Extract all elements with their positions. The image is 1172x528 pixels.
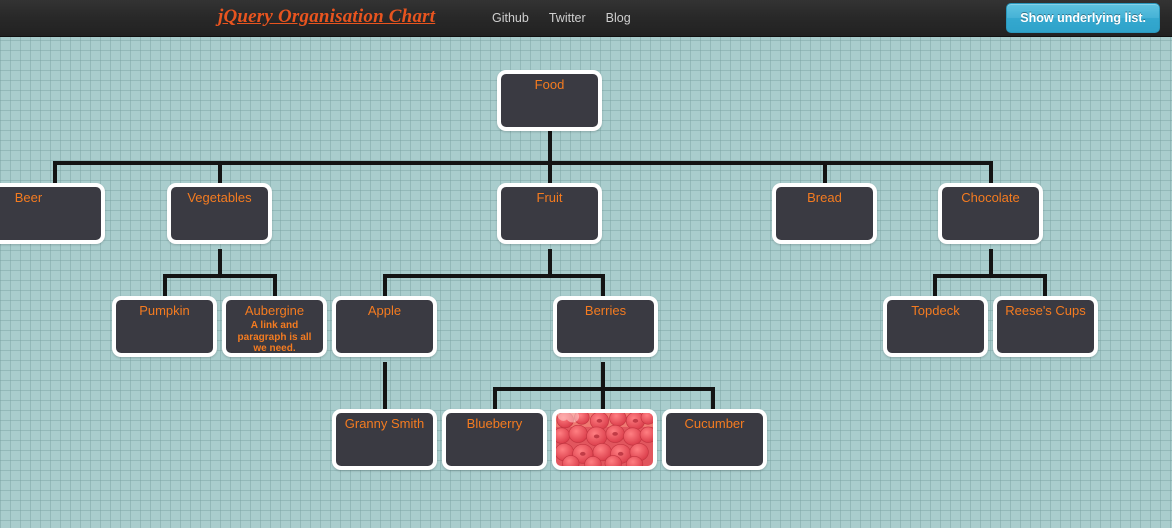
raspberries-photo-icon [556,413,653,466]
node-bread-title: Bread [807,190,842,205]
node-fruit[interactable]: Fruit [497,183,602,244]
connector-vegetables-stem [218,249,222,277]
node-pumpkin-title: Pumpkin [139,303,190,318]
node-apple-body: Apple [336,300,433,353]
connector-drop-aubergine [273,274,277,306]
nav-links: Github Twitter Blog [492,11,631,25]
org-chart-canvas: Food Beer Vegetables Fruit Bread Chocola… [0,37,1172,528]
node-blueberry-title: Blueberry [466,416,523,431]
node-vegetables-title: Vegetables [187,190,252,205]
node-aubergine-body: Aubergine A link and paragraph is all we… [226,300,323,353]
node-aubergine-title: Aubergine [244,303,305,318]
connector-chocolate-stem [989,249,993,277]
node-chocolate[interactable]: Chocolate [938,183,1043,244]
node-chocolate-body: Chocolate [942,187,1039,240]
node-blueberry[interactable]: Blueberry [442,409,547,470]
brand-title[interactable]: jQuery Organisation Chart [218,6,436,27]
node-granny-smith[interactable]: Granny Smith [332,409,437,470]
node-berries[interactable]: Berries [553,296,658,357]
connector-chocolate-bus [933,274,1047,278]
connector-drop-bread [823,161,827,193]
node-fruit-title: Fruit [536,190,563,205]
connector-food-stem [548,131,552,162]
node-chocolate-title: Chocolate [961,190,1020,205]
connector-apple-stem [383,362,387,414]
connector-drop-apple [383,274,387,306]
node-vegetables-body: Vegetables [171,187,268,240]
connector-drop-fruit [548,161,552,193]
node-beer[interactable]: Beer [0,183,105,244]
node-fruit-body: Fruit [501,187,598,240]
show-underlying-list-button[interactable]: Show underlying list. [1006,3,1160,33]
node-berries-body: Berries [557,300,654,353]
node-granny-smith-body: Granny Smith [336,413,433,466]
connector-drop-pumpkin [163,274,167,306]
node-reeses-cups-body: Reese's Cups [997,300,1094,353]
node-aubergine[interactable]: Aubergine A link and paragraph is all we… [222,296,327,357]
node-apple-title: Apple [367,303,402,318]
connector-drop-chocolate [989,161,993,193]
node-food-title: Food [534,77,565,92]
connector-drop-beer [53,161,57,193]
connector-fruit-bus [383,274,605,278]
connector-vegetables-bus [163,274,277,278]
connector-drop-berries [601,274,605,306]
connector-drop-topdeck [933,274,937,306]
node-pumpkin-body: Pumpkin [116,300,213,353]
node-reeses-cups[interactable]: Reese's Cups [993,296,1098,357]
connector-drop-raspberry [601,387,605,419]
node-cucumber[interactable]: Cucumber [662,409,767,470]
top-navbar: jQuery Organisation Chart Github Twitter… [0,0,1172,37]
connector-fruit-stem [548,249,552,277]
connector-drop-vegetables [218,161,222,193]
node-cucumber-body: Cucumber [666,413,763,466]
node-pumpkin[interactable]: Pumpkin [112,296,217,357]
node-topdeck-body: Topdeck [887,300,984,353]
node-berries-title: Berries [584,303,627,318]
nav-link-github[interactable]: Github [492,11,529,25]
node-blueberry-body: Blueberry [446,413,543,466]
connector-drop-cucumber [711,387,715,419]
node-topdeck-title: Topdeck [911,303,960,318]
connector-berries-stem [601,362,605,390]
node-apple[interactable]: Apple [332,296,437,357]
nav-link-blog[interactable]: Blog [605,11,631,25]
connector-drop-reeses [1043,274,1047,306]
node-reeses-cups-title: Reese's Cups [1005,303,1086,318]
node-food[interactable]: Food [497,70,602,131]
nav-link-twitter[interactable]: Twitter [548,11,586,25]
node-cucumber-title: Cucumber [684,416,745,431]
node-topdeck[interactable]: Topdeck [883,296,988,357]
node-granny-smith-title: Granny Smith [344,416,425,431]
connector-drop-blueberry [493,387,497,419]
node-beer-body: Beer [0,187,101,240]
node-bread[interactable]: Bread [772,183,877,244]
node-aubergine-paragraph: A link and paragraph is all we need. [237,320,312,353]
node-raspberry-image[interactable] [552,409,657,470]
node-vegetables[interactable]: Vegetables [167,183,272,244]
node-food-body: Food [501,74,598,127]
connector-level1-bus [53,161,993,165]
node-bread-body: Bread [776,187,873,240]
node-beer-title: Beer [14,190,43,205]
